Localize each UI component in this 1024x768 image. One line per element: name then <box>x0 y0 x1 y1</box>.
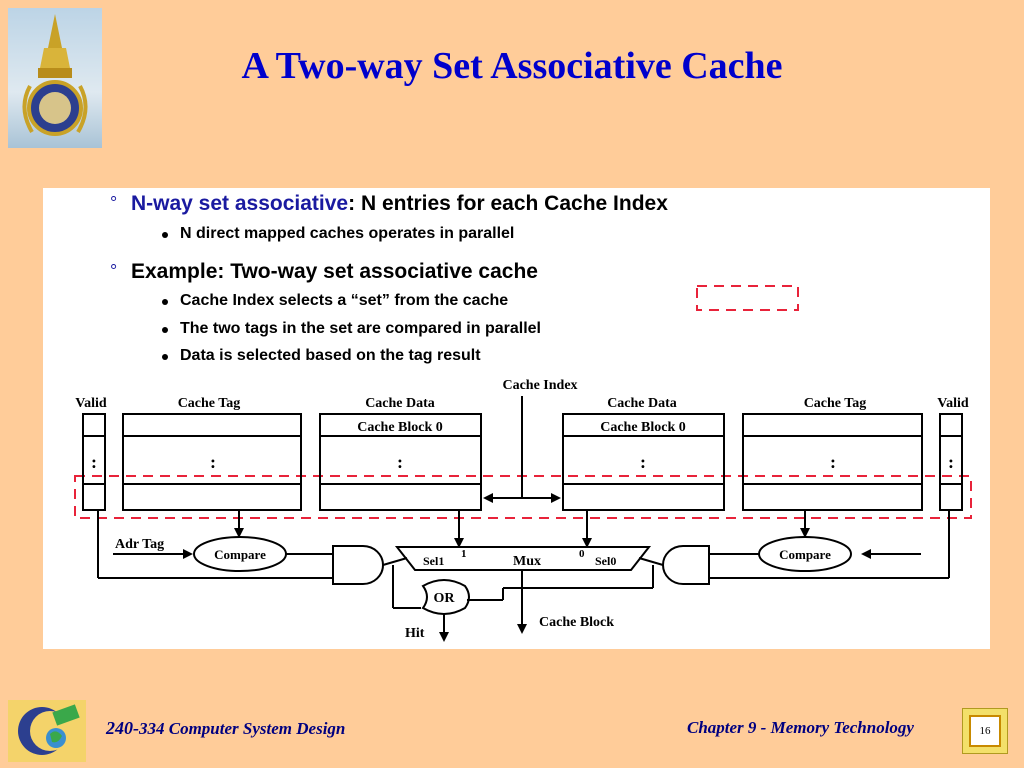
mux-label: Mux <box>513 554 541 569</box>
cache-tag-label-left: Cache Tag <box>178 396 241 411</box>
globe-icon <box>18 704 80 755</box>
sel1-number: 1 <box>461 548 467 560</box>
department-logo <box>8 700 86 762</box>
course-number: 240- <box>106 718 139 738</box>
sel0-number: 0 <box>579 548 585 560</box>
bullet-example: Example: Two-way set associative cache <box>131 260 538 283</box>
cache-tag-label-right: Cache Tag <box>804 396 867 411</box>
slide-title: A Two-way Set Associative Cache <box>241 45 783 87</box>
page-number: 16 <box>969 715 1001 747</box>
sub-bullet-data: Data is selected based on the tag result <box>180 347 481 364</box>
sub-bullet-dot <box>162 299 168 305</box>
course-title: 334 Computer System Design <box>139 719 346 738</box>
valid-label-left: Valid <box>75 396 107 411</box>
sel0-label: Sel0 <box>595 554 616 568</box>
university-logo <box>8 8 102 148</box>
sub-bullet-tags: The two tags in the set are compared in … <box>180 320 541 337</box>
sub-bullet-parallel: N direct mapped caches operates in paral… <box>180 225 515 242</box>
bullet-marker: ° <box>110 261 118 281</box>
data-column-left <box>319 413 482 511</box>
adr-tag-label: Adr Tag <box>115 537 164 552</box>
sub-bullet-dot <box>162 354 168 360</box>
compare-right-label: Compare <box>779 547 831 562</box>
ellipsis: : <box>830 452 836 472</box>
page-number-badge: 16 <box>962 708 1008 754</box>
ellipsis: : <box>210 452 216 472</box>
valid-column-right <box>939 413 963 511</box>
bullet-marker: ° <box>110 193 118 213</box>
n-way-rest: : N entries for each Cache Index <box>348 192 668 215</box>
mux-shape <box>394 546 652 571</box>
valid-label-right: Valid <box>937 396 969 411</box>
data-column-right <box>562 413 725 511</box>
cache-diagram: Cache Index Valid Cache Tag Cache Data C… <box>74 285 972 642</box>
sel1-label: Sel1 <box>423 554 444 568</box>
bullet-n-way: N-way set associative: N entries for eac… <box>131 192 668 216</box>
or-gate <box>421 579 470 615</box>
cache-index-label: Cache Index <box>502 378 577 393</box>
and-gate-right <box>662 545 710 585</box>
compare-left-label: Compare <box>214 547 266 562</box>
n-way-highlight: N-way set associative <box>131 192 349 215</box>
tag-column-right <box>742 413 923 511</box>
cache-data-label-left: Cache Data <box>365 396 435 411</box>
ellipsis: : <box>948 452 954 472</box>
hit-label: Hit <box>405 626 425 641</box>
crest-icon <box>22 14 88 136</box>
or-label: OR <box>434 591 456 606</box>
sub-bullet-dot <box>162 232 168 238</box>
sub-bullet-index: Cache Index selects a “set” from the cac… <box>180 292 509 309</box>
cache-data-label-right: Cache Data <box>607 396 677 411</box>
cache-block-output-label: Cache Block <box>539 615 614 630</box>
content-panel: ° N-way set associative: N entries for e… <box>43 188 990 649</box>
ellipsis: : <box>640 452 646 472</box>
footer-course: 240-334 Computer System Design <box>106 718 345 739</box>
valid-column-left <box>82 413 106 511</box>
sub-bullet-dot <box>162 327 168 333</box>
cache-block-label-left: Cache Block 0 <box>357 420 443 435</box>
set-highlight-small <box>696 285 799 311</box>
cache-block-label-right: Cache Block 0 <box>600 420 686 435</box>
footer-chapter: Chapter 9 - Memory Technology <box>687 718 914 737</box>
ellipsis: : <box>91 452 97 472</box>
tag-column-left <box>122 413 302 511</box>
and-gate-left <box>332 545 384 585</box>
ellipsis: : <box>397 452 403 472</box>
